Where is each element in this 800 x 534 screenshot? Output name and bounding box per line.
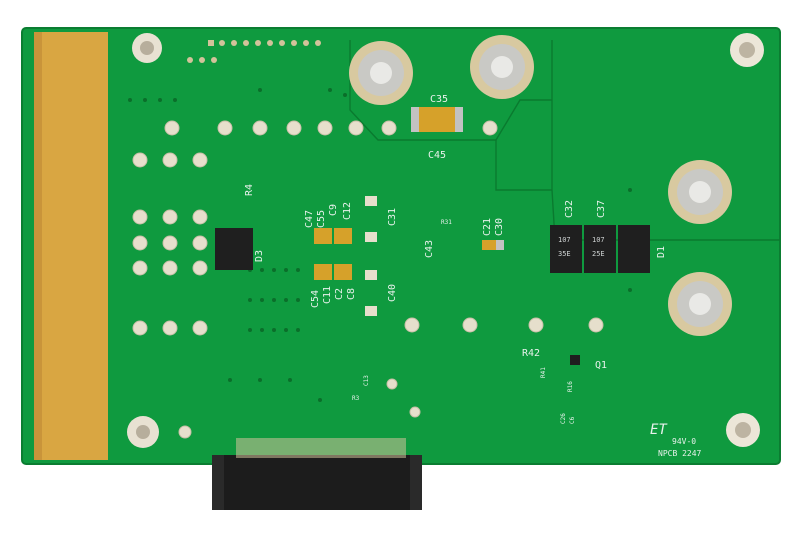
- label-c55: C55: [316, 210, 327, 228]
- smd-cap-c21: [482, 240, 504, 250]
- power-terminal-2: [470, 35, 534, 99]
- rating-marking: 94V-0: [672, 437, 696, 446]
- smd-cap-c35: [411, 107, 463, 132]
- label-d3: D3: [254, 250, 265, 262]
- standoff-bottom-right: [726, 413, 760, 447]
- chip-c32: [550, 225, 582, 273]
- smd-cap-row-1: [314, 228, 352, 244]
- chip-q1: [570, 355, 580, 365]
- label-c43: C43: [424, 240, 435, 258]
- chip-c32-marking-1: 107: [558, 236, 571, 244]
- label-r41: R41: [540, 367, 547, 378]
- label-c30: C30: [494, 218, 505, 236]
- label-r16: R16: [567, 381, 574, 392]
- label-c12: C12: [342, 202, 353, 220]
- label-c11: C11: [322, 286, 333, 304]
- label-c9: C9: [328, 204, 339, 216]
- power-terminal-3: [668, 160, 732, 224]
- label-c8: C8: [346, 288, 357, 300]
- label-r3: R3: [352, 395, 360, 402]
- label-c21: C21: [482, 218, 493, 236]
- maker-marking: NPCB 2247: [658, 449, 702, 458]
- label-c2: C2: [334, 288, 345, 300]
- gold-strip-shade: [34, 32, 42, 460]
- label-c47: C47: [304, 210, 315, 228]
- gold-edge-strip: [34, 32, 108, 460]
- power-terminal-4: [668, 272, 732, 336]
- edge-connector: [212, 438, 422, 510]
- chip-d1: [618, 225, 650, 273]
- label-c35: C35: [430, 94, 448, 105]
- chip-d3: [215, 228, 253, 270]
- label-c54: C54: [310, 290, 321, 308]
- label-r42: R42: [522, 348, 540, 359]
- standoff-bottom-left: [127, 416, 159, 448]
- label-c32: C32: [564, 200, 575, 218]
- label-r4: R4: [244, 184, 255, 196]
- label-c40: C40: [387, 284, 398, 302]
- chip-c37-marking-2: 25E: [592, 250, 605, 258]
- label-c6: C6: [569, 416, 576, 424]
- label-q1: Q1: [595, 360, 607, 371]
- power-terminal-1: [349, 41, 413, 105]
- header-pins-top: [187, 40, 321, 63]
- chip-c37-marking-1: 107: [592, 236, 605, 244]
- label-r31: R31: [441, 219, 452, 226]
- chip-c37: [584, 225, 616, 273]
- label-c31: C31: [387, 208, 398, 226]
- smd-cap-row-2: [314, 264, 352, 280]
- label-c26: C26: [560, 413, 567, 424]
- pad-pair-c31: [365, 196, 377, 316]
- standoff-top-left: [132, 33, 162, 63]
- label-c37: C37: [596, 200, 607, 218]
- pcb-board: [22, 28, 780, 464]
- logo-marking: ET: [650, 422, 668, 438]
- label-c45: C45: [428, 150, 446, 161]
- pad-array-left: [132, 120, 604, 439]
- chip-c32-marking-2: 35E: [558, 250, 571, 258]
- label-d1: D1: [656, 246, 667, 258]
- standoff-top-right: [730, 33, 764, 67]
- copper-traces: [349, 40, 780, 241]
- label-c13: C13: [363, 375, 370, 386]
